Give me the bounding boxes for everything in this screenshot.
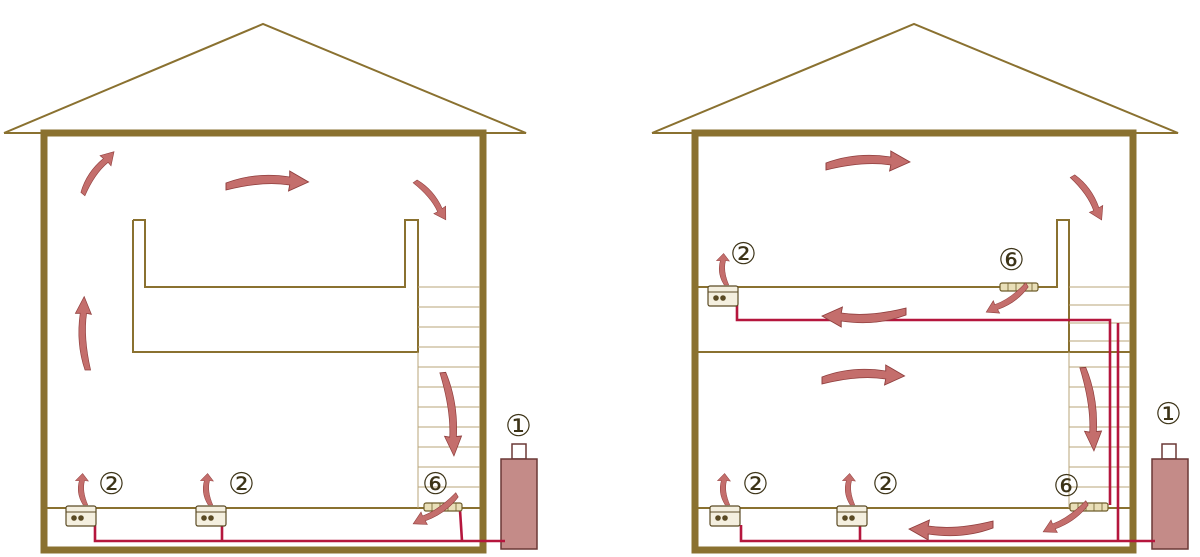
house-left: ① ② ② ⑥ — [3, 22, 538, 554]
roof-right — [651, 22, 1179, 134]
airflow-arrow — [1069, 170, 1110, 224]
radiator-left-1 — [65, 505, 97, 527]
airflow-arrow — [821, 364, 906, 386]
pipe-left — [93, 525, 505, 543]
airflow-arrow — [438, 370, 464, 458]
airflow-arrow — [717, 473, 731, 506]
airflow-arrow — [1078, 365, 1104, 453]
convector-label-right-lower: ⑥ — [1053, 469, 1080, 504]
airflow-arrow — [716, 253, 730, 286]
house-right: ① ② ⑥ ② ② ⑥ — [651, 22, 1189, 554]
airflow-arrow — [842, 473, 856, 506]
radiator-label-left-1: ② — [98, 467, 125, 502]
outer-walls-right — [691, 129, 1137, 554]
airflow-arrow — [908, 519, 994, 541]
convector-label-right-upper: ⑥ — [998, 243, 1025, 278]
staircase-left — [417, 286, 480, 508]
radiator-label-right-2: ② — [872, 467, 899, 502]
radiator-label-right-upper: ② — [730, 237, 757, 272]
boiler-right — [1151, 443, 1189, 550]
airflow-arrow — [225, 170, 310, 192]
radiator-left-2 — [195, 505, 227, 527]
pipe-right-upper — [735, 303, 1112, 505]
mezzanine-left — [132, 219, 419, 353]
airflow-arrow — [821, 306, 907, 328]
staircase-right — [1068, 286, 1130, 508]
radiator-right-upper — [707, 285, 739, 307]
airflow-arrow — [73, 146, 120, 197]
boiler-label-right: ① — [1155, 397, 1182, 432]
boiler-label-left: ① — [505, 409, 532, 444]
outer-walls-left — [40, 129, 487, 554]
radiator-right-1 — [709, 505, 741, 527]
airflow-arrow — [75, 473, 89, 506]
radiator-right-2 — [836, 505, 868, 527]
roof-left — [3, 22, 527, 134]
airflow-arrow — [412, 174, 453, 224]
airflow-arrow — [1039, 499, 1093, 539]
airflow-arrow — [200, 473, 214, 506]
boiler-left — [500, 443, 538, 550]
convector-label-left: ⑥ — [422, 467, 449, 502]
airflow-arrow — [825, 150, 911, 172]
radiator-label-right-1: ② — [742, 467, 769, 502]
airflow-arrow — [74, 295, 92, 371]
pipe-right-lower — [739, 525, 1155, 543]
radiator-label-left-2: ② — [228, 467, 255, 502]
